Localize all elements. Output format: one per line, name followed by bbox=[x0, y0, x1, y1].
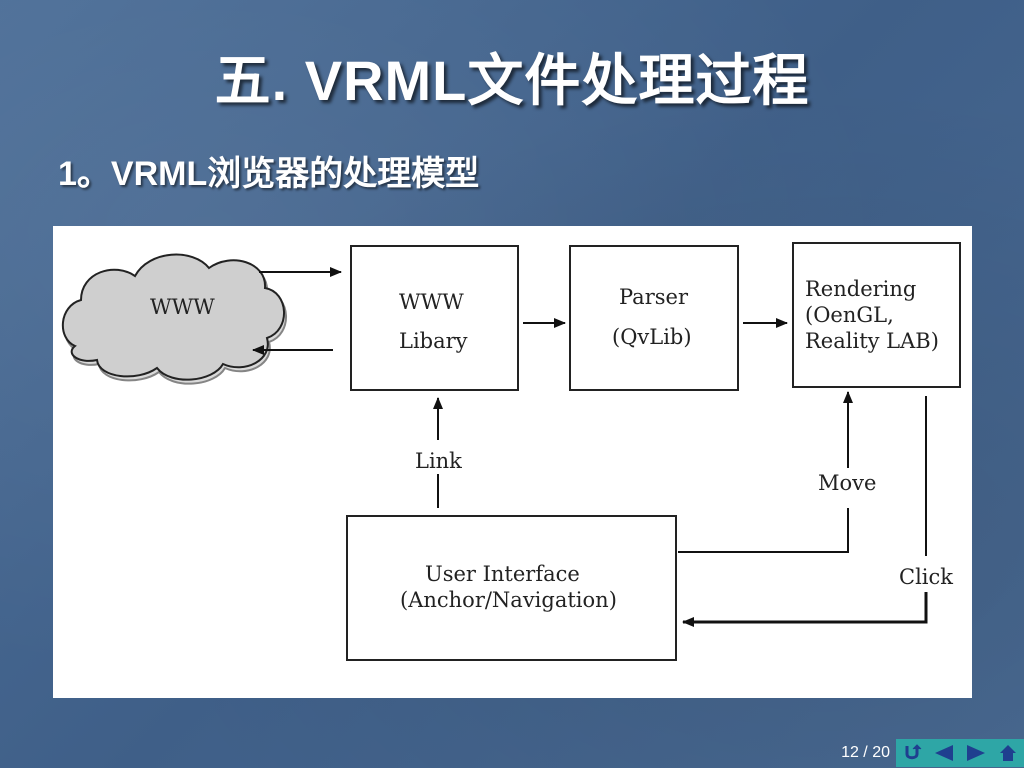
page-indicator: 12 / 20 bbox=[841, 744, 890, 761]
rendering-line1: Rendering bbox=[805, 277, 916, 301]
www-library-box: WWW Libary bbox=[350, 245, 519, 391]
slide-footer: 12 / 20 bbox=[814, 738, 1024, 768]
rendering-line2: (OenGL, bbox=[805, 303, 894, 327]
return-icon[interactable] bbox=[896, 739, 928, 767]
ui-line2: (Anchor/Navigation) bbox=[400, 588, 617, 612]
diagram-panel: WWW WWW Libary Parser (QvLib) Rendering … bbox=[53, 226, 972, 698]
move-line-lower bbox=[678, 508, 849, 553]
user-interface-box: User Interface (Anchor/Navigation) bbox=[346, 515, 677, 661]
link-label: Link bbox=[415, 449, 462, 473]
click-label: Click bbox=[899, 565, 953, 589]
slide-nav-bar bbox=[896, 739, 1024, 767]
slide-subtitle: 1。VRML浏览器的处理模型 bbox=[58, 155, 480, 193]
parser-line1: Parser bbox=[619, 285, 689, 309]
library-line2: Libary bbox=[399, 329, 468, 353]
click-arrow-lower bbox=[682, 592, 928, 627]
slide-title: 五. VRML文件处理过程 bbox=[214, 49, 810, 112]
parser-line2: (QvLib) bbox=[612, 325, 692, 349]
diagram-svg: WWW WWW Libary Parser (QvLib) Rendering … bbox=[61, 242, 961, 661]
home-icon[interactable] bbox=[992, 739, 1024, 767]
rendering-box: Rendering (OenGL, Reality LAB) bbox=[792, 242, 961, 388]
www-cloud: WWW bbox=[61, 253, 287, 385]
ui-line1: User Interface bbox=[425, 562, 580, 586]
prev-icon[interactable] bbox=[928, 739, 960, 767]
move-label: Move bbox=[818, 471, 876, 495]
next-icon[interactable] bbox=[960, 739, 992, 767]
cloud-label: WWW bbox=[150, 295, 215, 319]
rendering-line3: Reality LAB) bbox=[805, 329, 939, 353]
library-line1: WWW bbox=[399, 290, 464, 314]
parser-box: Parser (QvLib) bbox=[569, 245, 739, 391]
